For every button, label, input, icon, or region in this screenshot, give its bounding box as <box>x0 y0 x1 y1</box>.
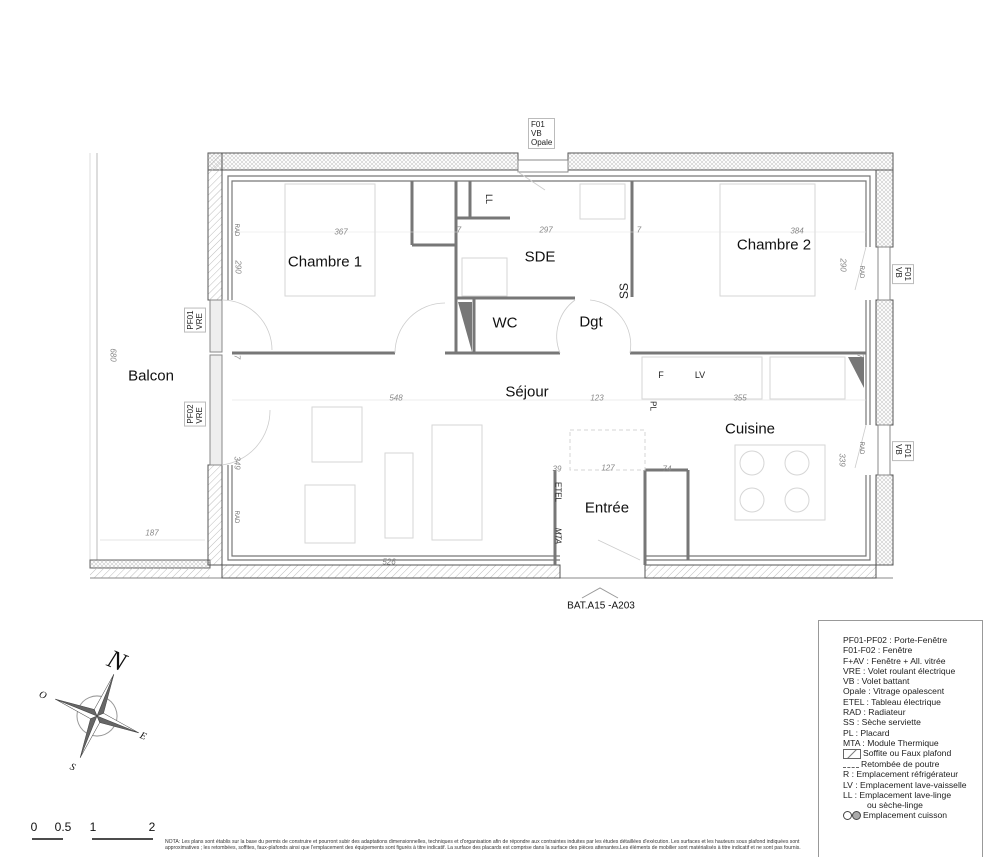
legend-item: F+AV : Fenêtre + All. vitrée <box>843 655 946 666</box>
legend-item: LL : Emplacement lave-linge <box>843 789 952 800</box>
dim-etel-width: 39 <box>552 464 562 474</box>
dim-chambre1-width: 367 <box>334 227 348 237</box>
inner-lining <box>227 175 871 561</box>
radiator-label: RAD <box>858 265 864 279</box>
scale-tick: 1 <box>89 820 97 834</box>
legend-item: VRE : Volet roulant électrique <box>843 665 956 676</box>
legend-item: Soffite ou Faux plafond <box>843 748 982 759</box>
window-tag-line: PF02 <box>186 404 195 424</box>
compass-rose <box>55 674 139 758</box>
beam-swatch-icon <box>843 762 859 768</box>
room-label-wc: WC <box>492 314 518 332</box>
legend-item-label: Emplacement cuisson <box>863 810 948 821</box>
interior-walls <box>232 181 866 565</box>
window-tag-pf02: PF02 VRE <box>184 401 206 427</box>
window-tag-cuisine: F01 VB <box>892 441 914 461</box>
window-tag-line: VB <box>531 129 542 138</box>
equip-etel: ETEL <box>553 481 563 503</box>
window-tag-line: F01 <box>903 444 912 458</box>
dim-balcon-length: 680 <box>108 348 118 362</box>
radiator-label: RAD <box>233 510 239 524</box>
dim-cuisine-width: 355 <box>733 393 747 403</box>
room-label-chambre2: Chambre 2 <box>736 236 812 254</box>
window-tag-line: VRE <box>195 407 204 424</box>
window-tag-line: PF01 <box>186 310 195 330</box>
legend-item: Emplacement cuisson <box>843 810 982 821</box>
equip-f: F <box>658 370 664 380</box>
scale-tick: 0 <box>30 820 38 834</box>
unit-reference: BAT.A15 -A203 <box>567 600 635 612</box>
dim-cuisine-recess: 74 <box>662 464 672 474</box>
exterior-walls <box>207 152 894 566</box>
equip-pl: PL <box>648 401 658 411</box>
legend-item: F01-F02 : Fenêtre <box>843 645 913 656</box>
room-label-chambre1: Chambre 1 <box>287 253 363 271</box>
window-tag-line: Opale <box>531 138 553 147</box>
legend-item: ETEL : Tableau électrique <box>843 696 941 707</box>
window-tag-line: VB <box>894 444 903 455</box>
room-label-balcon: Balcon <box>128 367 174 385</box>
door-swings <box>221 171 867 561</box>
legend-item: Opale : Vitrage opalescent <box>843 686 945 697</box>
room-label-sejour: Séjour <box>505 383 549 401</box>
dim-cuisine-depth: 339 <box>837 453 847 467</box>
dim-pl-width: 123 <box>590 393 604 403</box>
room-label-sde: SDE <box>524 248 556 266</box>
window-tag-line: VB <box>894 267 903 278</box>
dim-balcon-width: 187 <box>145 528 159 538</box>
legend-item: R : Emplacement réfrigérateur <box>843 769 959 780</box>
dim-wall: 7 <box>232 354 242 360</box>
dim-chambre1-depth: 290 <box>233 260 243 274</box>
equip-ll: LL <box>484 193 494 205</box>
radiator-label: RAD <box>233 223 239 237</box>
legend-item: SS : Sèche serviette <box>843 717 921 728</box>
cooktop-icon <box>843 810 861 822</box>
legend-item-label: Soffite ou Faux plafond <box>863 748 952 759</box>
soffit-swatch-icon <box>843 749 861 759</box>
room-label-entree: Entrée <box>584 499 630 517</box>
legend-item: RAD : Radiateur <box>843 707 906 718</box>
window-tag-top: F01 VB Opale <box>528 118 556 149</box>
entrance-marker <box>581 587 619 599</box>
dim-sejour-bottom: 526 <box>382 557 396 567</box>
windows <box>209 159 891 476</box>
left-wall <box>207 152 877 579</box>
window-tag-chambre2: F01 VB <box>892 264 914 284</box>
window-tag-line: VRE <box>195 313 204 330</box>
legend: PF01-PF02 : Porte-Fenêtre F01-F02 : Fenê… <box>818 620 983 857</box>
equip-ss: SS <box>617 282 631 300</box>
window-tag-line: F01 <box>903 267 912 281</box>
legend-item: PL : Placard <box>843 727 890 738</box>
window-tag-line: F01 <box>531 120 545 129</box>
dim-sejour-width: 548 <box>389 393 403 403</box>
dim-wall: 7 <box>636 225 642 235</box>
dim-wall: 7 <box>456 225 462 235</box>
dim-chambre2-width: 384 <box>790 226 804 236</box>
legend-item: ou sèche-linge <box>867 800 923 811</box>
legend-item-label: Retombée de poutre <box>861 759 940 769</box>
legend-item: LV : Emplacement lave-vaisselle <box>843 779 967 790</box>
dim-entree-width: 127 <box>601 463 615 473</box>
shafts <box>458 302 864 388</box>
dim-sejour-depth: 349 <box>232 456 242 470</box>
scale-tick: 2 <box>148 820 156 834</box>
window-tag-pf01: PF01 VRE <box>184 307 206 333</box>
dim-sde-width: 297 <box>539 225 553 235</box>
disclaimer-note: NOTA: Les plans sont établis sur la base… <box>165 839 801 851</box>
dim-chambre2-depth: 290 <box>838 258 848 272</box>
scale-tick: 0.5 <box>54 820 72 834</box>
room-label-dgt: Dgt <box>579 313 603 331</box>
room-label-cuisine: Cuisine <box>724 420 776 438</box>
legend-item: PF01-PF02 : Porte-Fenêtre <box>843 635 948 645</box>
furniture <box>232 183 866 544</box>
radiator-label: RAD <box>858 441 864 455</box>
dim-wall: 7 <box>855 353 865 359</box>
equip-lv: LV <box>694 370 706 380</box>
equip-mta: MTA <box>553 527 563 545</box>
legend-item: Retombée de poutre <box>843 759 982 769</box>
legend-item: MTA : Module Thermique <box>843 737 939 748</box>
legend-item: VB : Volet battant <box>843 676 910 687</box>
